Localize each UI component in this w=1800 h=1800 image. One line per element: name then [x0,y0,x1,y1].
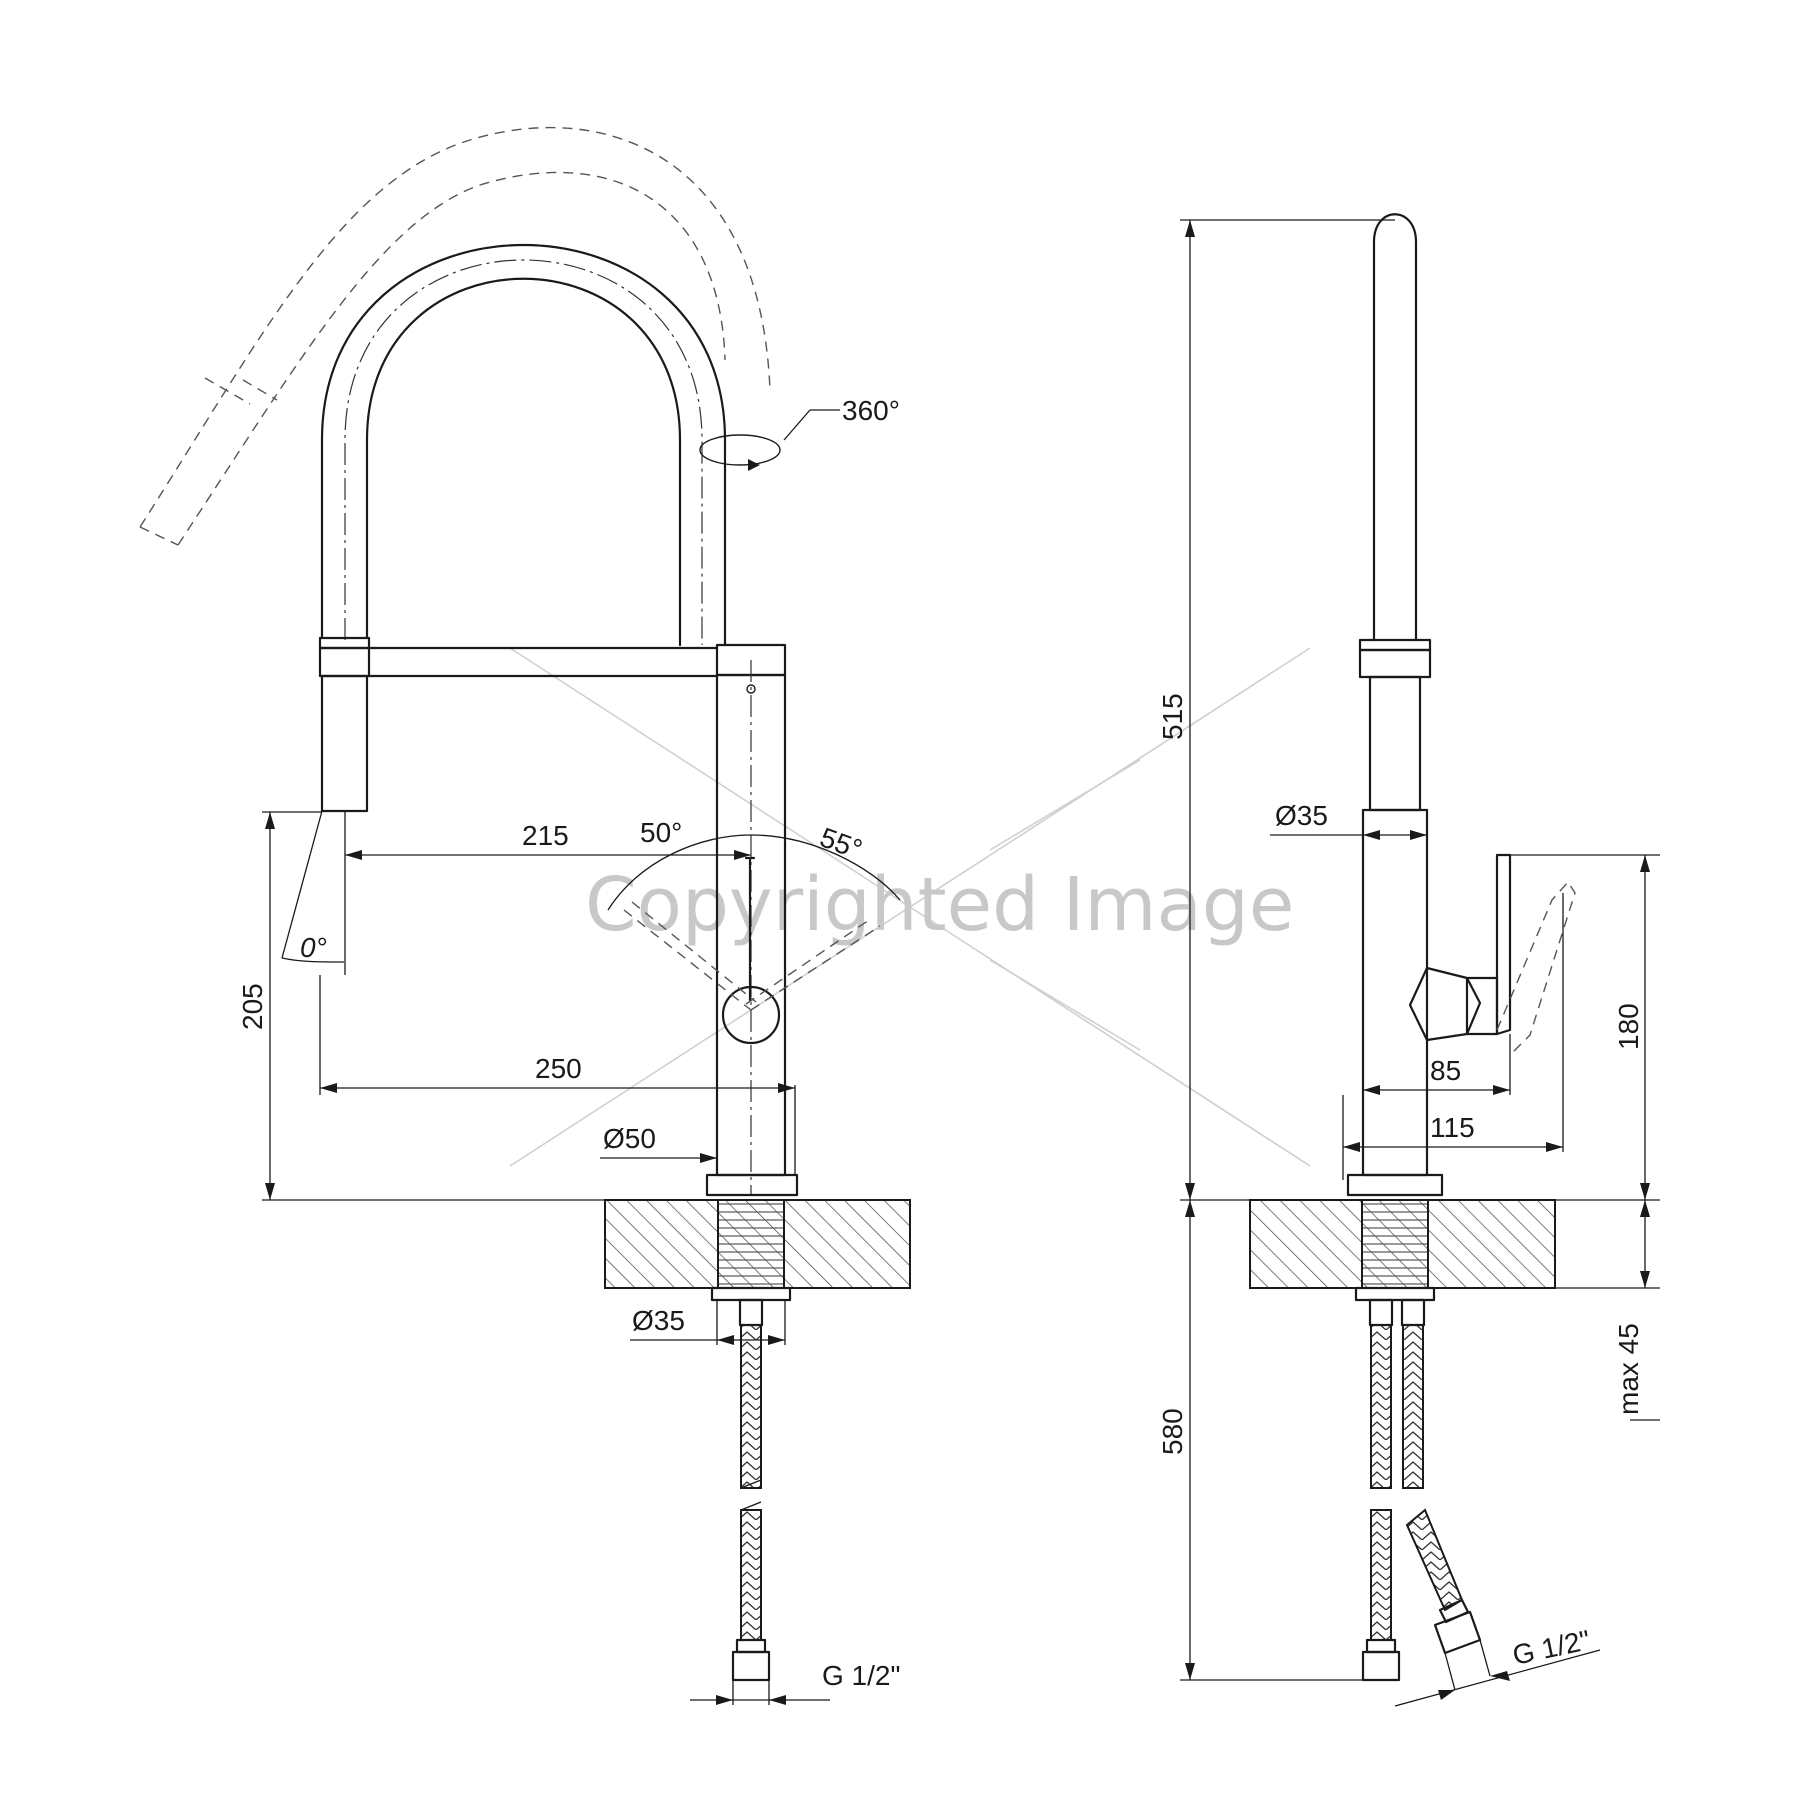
deck-thickness-label: max 45 [1613,1323,1644,1415]
lever-reach-label: 85 [1430,1055,1461,1086]
front-view: 360° 50° 55° 0° 215 250 205 Ø50 [139,126,911,1705]
reach-upper-label: 215 [522,820,569,851]
lever-height-label: 180 [1613,1003,1644,1050]
reach-lower-label: 250 [535,1053,582,1084]
rotation-label: 360° [842,395,900,426]
watermark-text: Copyrighted Image [585,862,1294,948]
watermark-cross [509,647,1311,1167]
hose-length-label: 580 [1157,1408,1188,1455]
total-height-label: 515 [1157,693,1188,740]
front-connection-label: G 1/2" [822,1660,900,1691]
shank-diameter-label: Ø35 [632,1305,685,1336]
side-view: Ø35 85 115 180 515 [1157,213,1660,1707]
spray-angle-label: 0° [300,932,327,963]
lever-left-angle-label: 50° [640,817,682,848]
body-diameter-label: Ø50 [603,1123,656,1154]
spout-height-label: 205 [237,983,268,1030]
lever-max-reach-label: 115 [1430,1112,1475,1143]
lever-right-angle-label: 55° [816,822,866,866]
side-spout-diameter-label: Ø35 [1275,800,1328,831]
